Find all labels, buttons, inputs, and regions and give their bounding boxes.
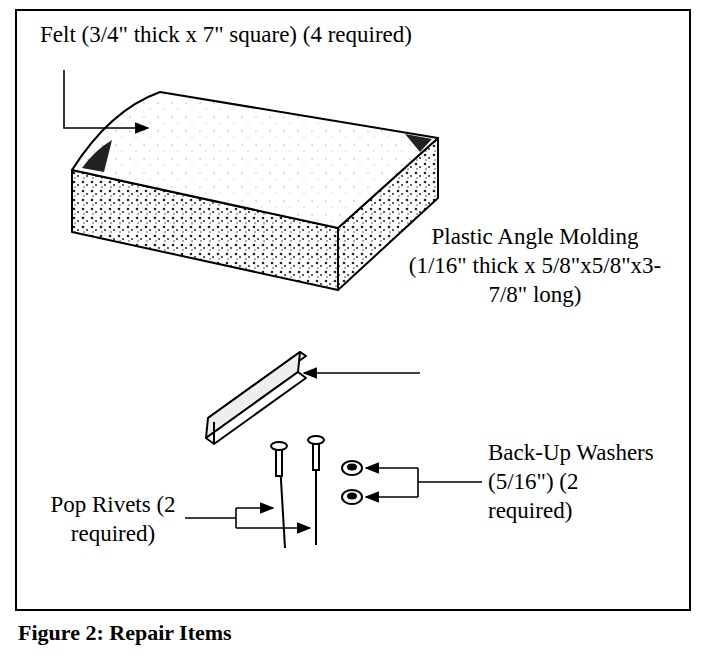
leader-lines — [64, 70, 482, 528]
angle-molding — [206, 352, 306, 444]
washers-label: Back-Up Washers (5/16") (2 required) — [488, 438, 668, 525]
figure-frame — [16, 10, 690, 610]
back-up-washers — [342, 461, 362, 504]
molding-label: Plastic Angle Molding (1/16" thick x 5/8… — [400, 222, 670, 309]
rivets-label: Pop Rivets (2 required) — [38, 490, 188, 548]
figure-caption: Figure 2: Repair Items — [18, 618, 618, 647]
pop-rivets — [271, 436, 324, 548]
felt-pad — [72, 92, 438, 290]
felt-label: Felt (3/4" thick x 7" square) (4 require… — [40, 20, 500, 49]
